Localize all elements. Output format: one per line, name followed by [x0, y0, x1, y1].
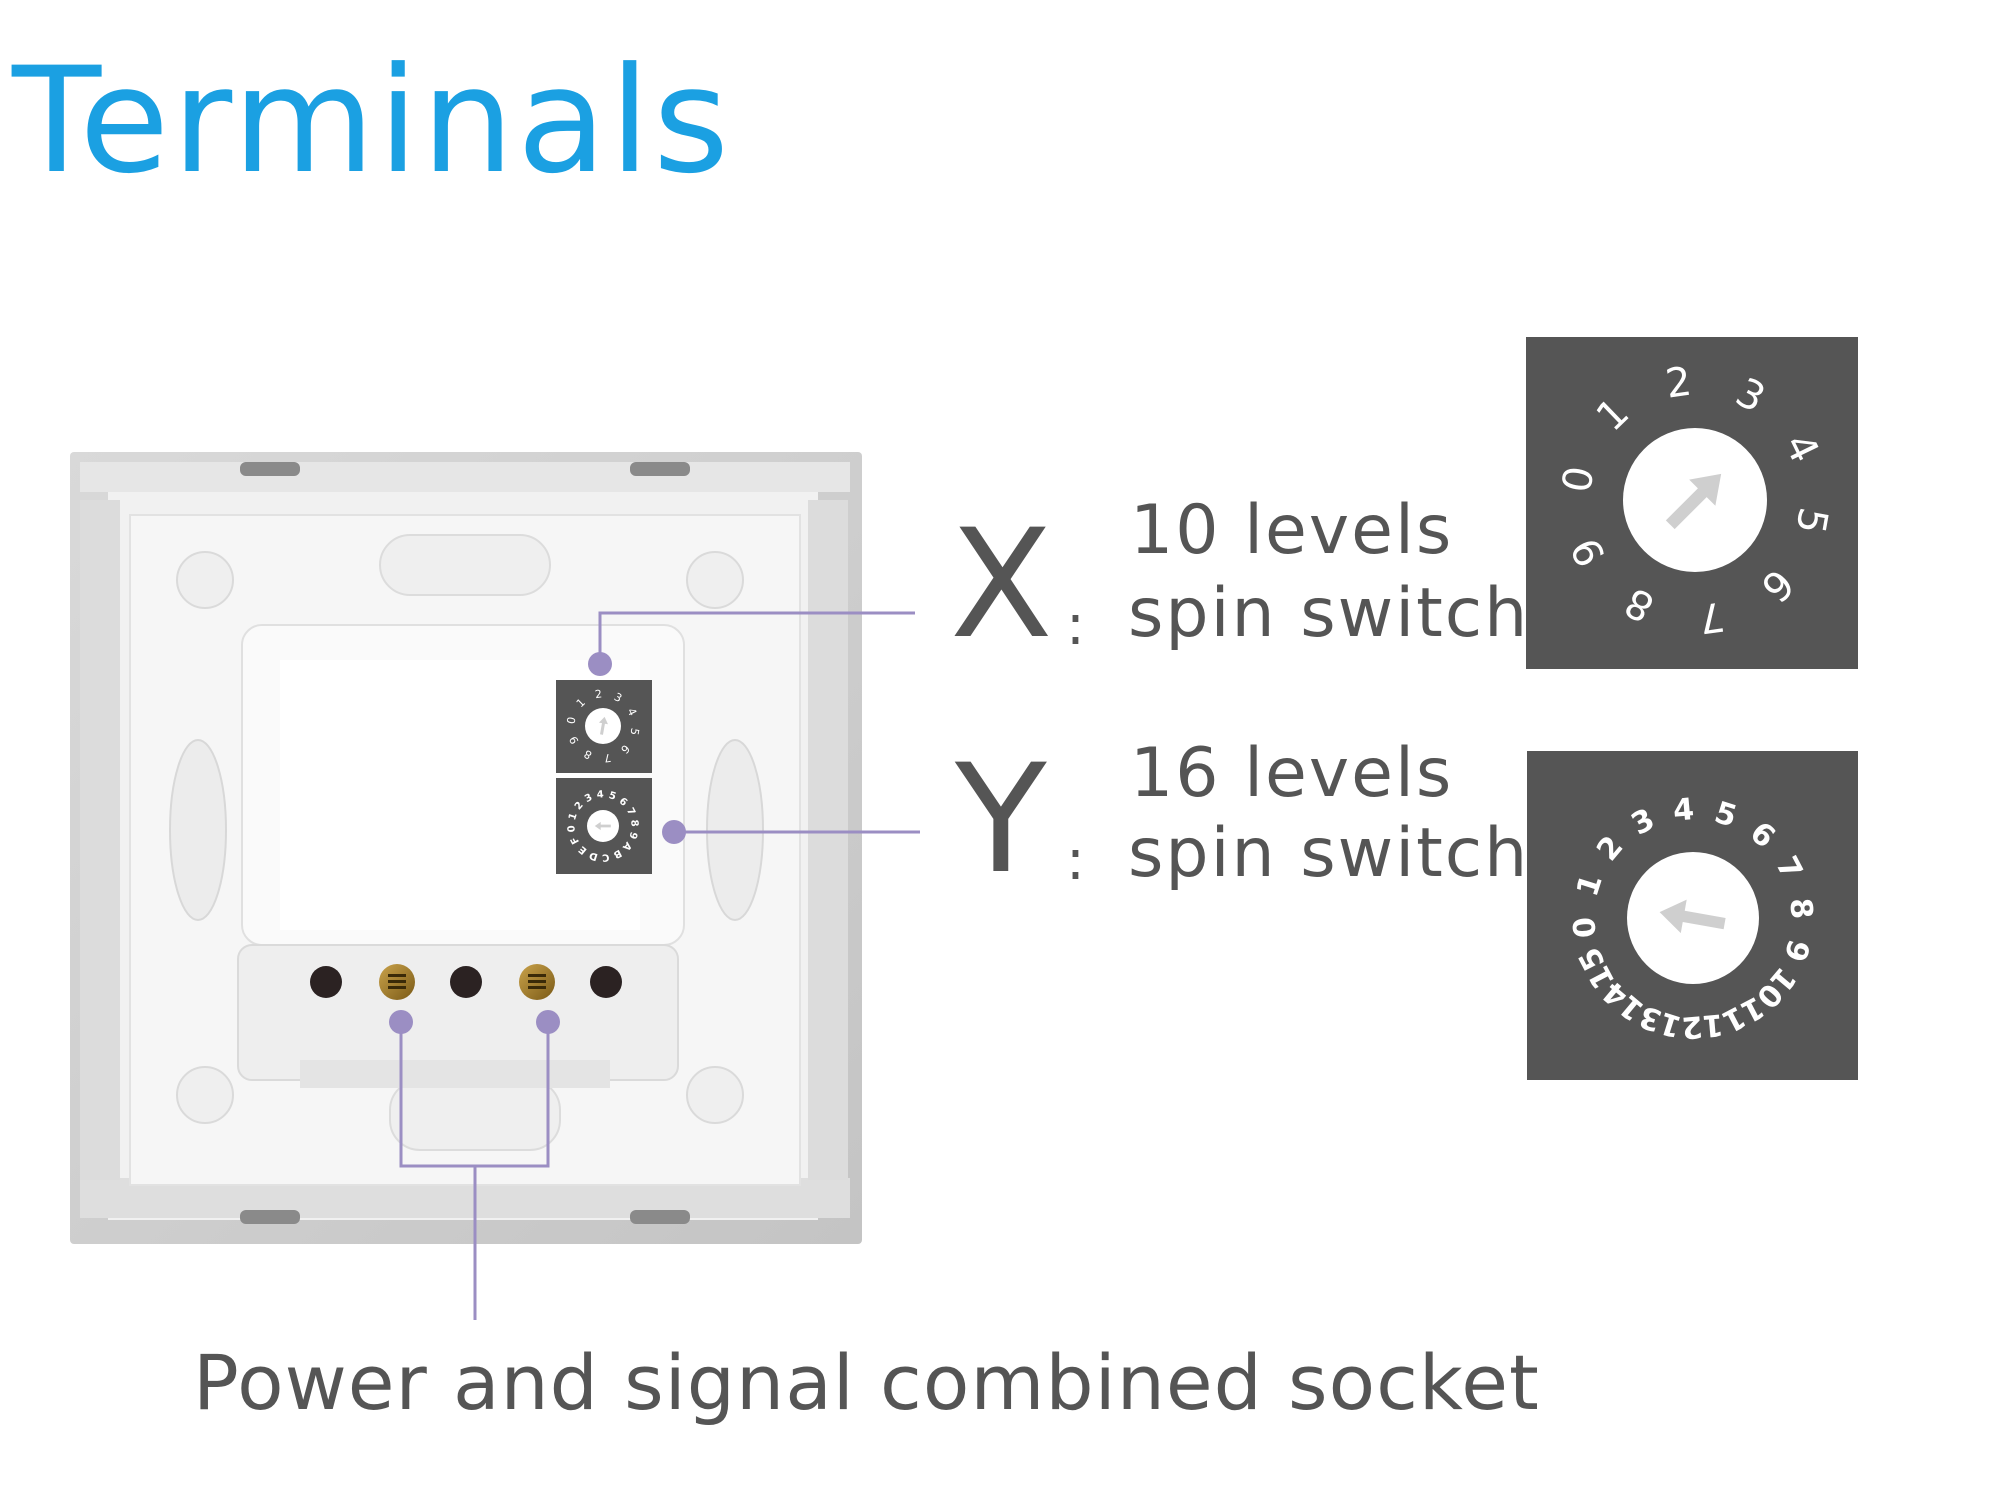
x-dial-number: 7 — [1696, 592, 1728, 641]
y-levels-label: 16 levels — [1130, 734, 1454, 813]
device-y-dial-number: D — [588, 849, 599, 862]
device-x-dial-number: 0 — [564, 716, 578, 725]
clip-bottom-right — [630, 1210, 690, 1224]
device-x-dial-number: 5 — [627, 727, 641, 736]
device-x-dial-number: 9 — [567, 734, 582, 746]
y-dial-number: 4 — [1672, 792, 1696, 829]
socket-caption: Power and signal combined socket — [193, 1338, 1540, 1427]
terminal-lip — [300, 1060, 610, 1088]
bottom-slot — [389, 1079, 561, 1151]
device-y-dial-number: 8 — [628, 819, 640, 827]
terminal-pin-2 — [450, 966, 482, 998]
frame-lip-top — [80, 462, 850, 492]
y-dial-number: 8 — [1782, 897, 1819, 921]
device-y-dial-number: B — [611, 847, 623, 860]
x-axis-letter: X — [950, 498, 1053, 672]
device-y-dial-number: 1 — [567, 812, 580, 822]
socket-callout-dot-1 — [389, 1010, 413, 1034]
device-x-dial-number: 4 — [624, 706, 639, 718]
x-levels-label: 10 levels — [1130, 491, 1454, 570]
device-y-dial-number: C — [602, 851, 610, 863]
device-y-dial-pointer-arrow — [594, 821, 611, 831]
screw-boss-tl — [176, 551, 234, 609]
page-title: Terminals — [12, 36, 733, 206]
screw-boss-bl — [176, 1066, 234, 1124]
y-dial-pointer-arrow — [1659, 899, 1726, 934]
terminal-screw-1 — [379, 964, 415, 1000]
y-dial-number: 12 — [1680, 1006, 1725, 1045]
device-y-dial-number: 3 — [583, 792, 594, 805]
x-dial-pointer-arrow — [1665, 473, 1722, 530]
terminal-pin-1 — [310, 966, 342, 998]
x-spin-switch-label: spin switch — [1128, 574, 1530, 653]
device-x-dial-number: 7 — [603, 751, 612, 765]
device-x-dial-pointer-arrow — [598, 716, 608, 735]
terminal-screw-2 — [519, 964, 555, 1000]
callout-dots — [389, 652, 686, 1034]
frame-lip-right — [808, 500, 848, 1180]
socket-callout-dot-2 — [536, 1010, 560, 1034]
y-axis-letter: Y — [955, 733, 1047, 907]
device-y-dial-number: 0 — [566, 825, 578, 833]
side-slot-right — [706, 739, 764, 921]
y-dial-number: 0 — [1567, 915, 1604, 939]
device-y-dial-number: 9 — [626, 830, 639, 840]
y-callout-dot — [662, 820, 686, 844]
device-y-dial-number: F — [569, 835, 582, 846]
device-y-dial-number: 4 — [596, 789, 604, 801]
device-x-dial-number: 2 — [594, 687, 603, 701]
clip-top-left — [240, 462, 300, 476]
screw-boss-br — [686, 1066, 744, 1124]
y-colon: : — [1066, 828, 1085, 893]
frame-lip-left — [80, 500, 120, 1180]
clip-bottom-left — [240, 1210, 300, 1224]
x-callout-dot — [588, 652, 612, 676]
clip-top-right — [630, 462, 690, 476]
callout-lines — [399, 611, 920, 1320]
terminal-pin-3 — [590, 966, 622, 998]
screw-boss-tr — [686, 551, 744, 609]
top-slot — [379, 534, 551, 596]
x-colon: : — [1066, 593, 1085, 658]
device-y-dial-number: 5 — [607, 790, 617, 803]
y-spin-switch-label: spin switch — [1128, 814, 1530, 893]
x-callout-line — [598, 611, 915, 664]
side-slot-left — [169, 739, 227, 921]
x-dial-number: 2 — [1663, 359, 1695, 408]
device-y-dial-number: 7 — [624, 806, 637, 817]
terminal-block — [237, 944, 679, 1081]
